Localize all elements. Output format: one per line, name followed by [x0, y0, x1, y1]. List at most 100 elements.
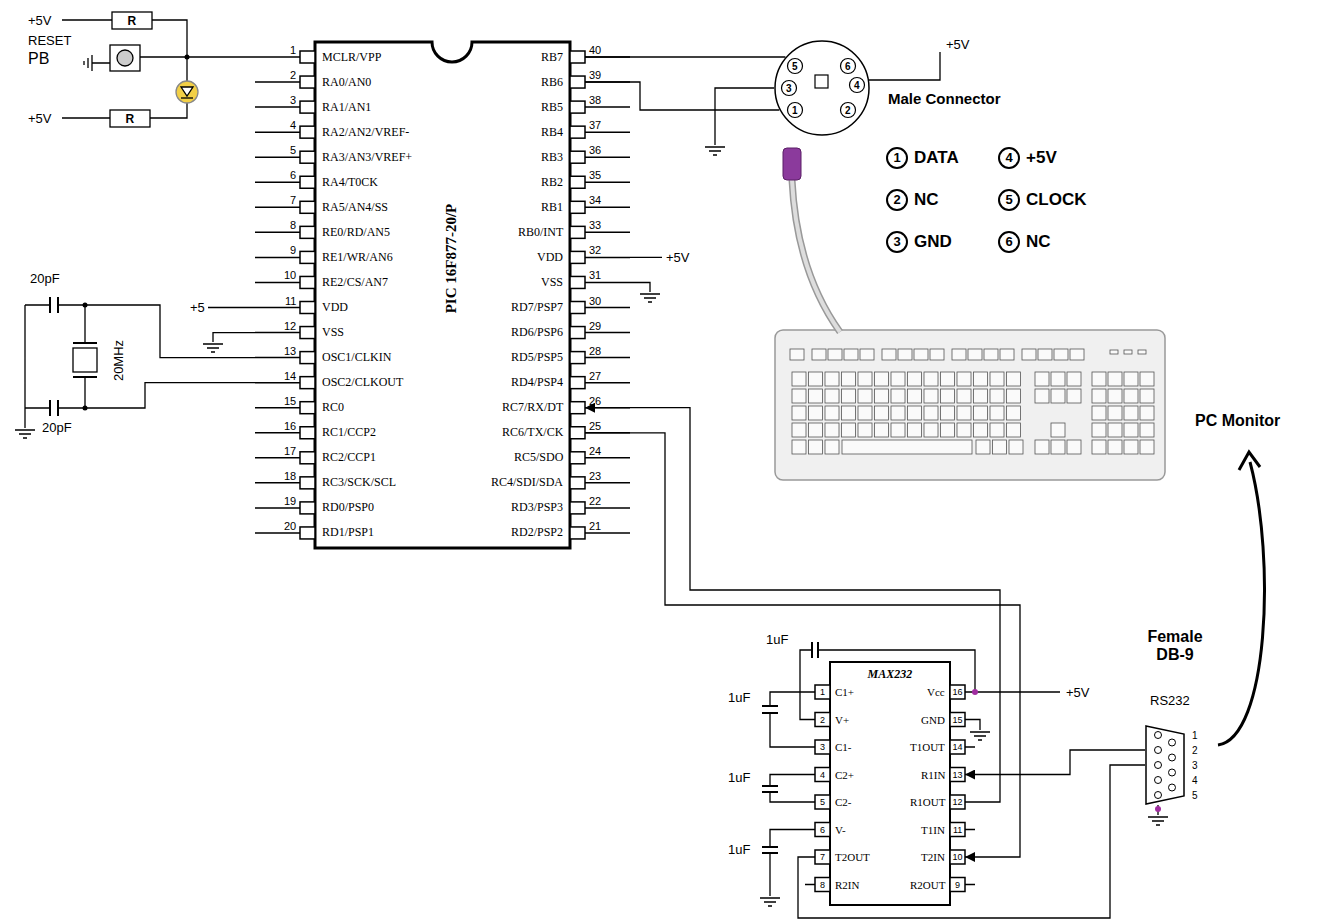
led: [1124, 350, 1132, 354]
signal-label: RESET: [28, 33, 71, 48]
pin-pad: [300, 402, 315, 414]
pin-pad: [570, 126, 585, 138]
pin-number: 5: [1192, 790, 1198, 801]
pin-name: VSS: [322, 325, 344, 340]
key: [809, 440, 823, 454]
callout-number: 5: [998, 189, 1020, 211]
pin-pad: [300, 452, 315, 464]
junction-dot: [185, 55, 190, 60]
key: [875, 372, 889, 386]
signal-wire: [585, 433, 1020, 857]
key: [993, 440, 1007, 454]
pin-pad: [300, 377, 315, 389]
ground-symbol: [705, 147, 725, 155]
pin-pad: [950, 795, 965, 809]
pin-name: RD0/PSP0: [322, 500, 374, 515]
key: [974, 423, 988, 437]
key: [1035, 372, 1049, 386]
pin-pad: [300, 477, 315, 489]
key: [974, 406, 988, 420]
key: [812, 349, 826, 360]
pin-number: 6: [845, 61, 851, 72]
key: [1051, 389, 1065, 403]
pin-name: RE0/RD/AN5: [322, 225, 390, 240]
pin-name: RD4/PSP4: [511, 375, 563, 390]
pin-pad: [570, 76, 585, 88]
key: [1000, 349, 1014, 360]
pin-name: RD3/PSP3: [511, 500, 563, 515]
pin-name: RB5: [541, 100, 563, 115]
pin-name: C2-: [835, 796, 852, 808]
key: [990, 389, 1004, 403]
pin-lead: [805, 747, 975, 885]
component-symbol: [181, 87, 193, 96]
pin-number: 23: [589, 470, 601, 482]
key: [1140, 423, 1154, 437]
chip: MAX232C1+V+C1-C2+C2-V-T2OUTR2INR2OUTT2IN…: [815, 662, 965, 905]
part-name: RS232: [1150, 693, 1190, 708]
chip-title: PIC 16F877-20/P: [443, 203, 460, 313]
key: [1108, 389, 1122, 403]
key: [1108, 423, 1122, 437]
chip-body: [830, 662, 950, 905]
signal-label: +5: [190, 300, 205, 315]
led: [1138, 350, 1146, 354]
signal-label: GND: [914, 232, 952, 252]
signal-label: +5V: [28, 13, 52, 28]
key: [957, 372, 971, 386]
pin-pad: [815, 768, 830, 782]
key: [976, 440, 990, 454]
pin-number: 6: [290, 169, 296, 181]
pin-name: RC4/SDI/SDA: [491, 475, 563, 490]
key: [1070, 349, 1084, 360]
pin-name: OSC2/CLKOUT: [322, 375, 403, 390]
wire: [25, 305, 255, 428]
signal-wire: [585, 56, 785, 57]
key: [941, 372, 955, 386]
signal-label: R: [126, 112, 135, 126]
pin-name: RC2/CCP1: [322, 450, 376, 465]
pin-name: RE2/CS/AN7: [322, 275, 388, 290]
pin-name: C1+: [835, 686, 854, 698]
key: [941, 423, 955, 437]
component-symbol: [181, 97, 193, 98]
pin-hole: [1169, 739, 1176, 746]
led: [1110, 350, 1118, 354]
key: [858, 406, 872, 420]
pin-name: RA0/AN0: [322, 75, 371, 90]
signal-label: NC: [1026, 232, 1051, 252]
chip-body: [315, 42, 570, 548]
signal-label: 20MHz: [111, 339, 126, 380]
key: [860, 349, 874, 360]
pin-number: 24: [589, 445, 601, 457]
pin-number: 29: [589, 320, 601, 332]
key: [908, 406, 922, 420]
key: [842, 389, 856, 403]
pin-circle: [841, 103, 856, 118]
key: [842, 423, 856, 437]
pin-name: VDD: [322, 300, 348, 315]
pin-pad: [950, 685, 965, 699]
pin-number: 22: [589, 495, 601, 507]
pin-number: 39: [589, 69, 601, 81]
component-symbol: [176, 81, 198, 103]
pin-name: RB4: [541, 125, 563, 140]
keyboard-cable: [792, 180, 840, 332]
signal-label: +5V: [666, 250, 690, 265]
pin-pad: [300, 176, 315, 188]
pin-pad: [300, 151, 315, 163]
key: [1124, 389, 1138, 403]
key: [1124, 406, 1138, 420]
connector-socket: Female DB-9RS23212345: [1145, 725, 1185, 805]
pin-number: 5: [792, 61, 798, 72]
pin-pad: [300, 226, 315, 238]
pin-pad: [570, 201, 585, 213]
ground-symbol: [203, 344, 223, 352]
pin-hole: [1155, 747, 1162, 754]
pin-name: T1OUT: [910, 741, 945, 753]
key: [875, 406, 889, 420]
pin-number: 3: [1192, 760, 1198, 771]
pin-number: 3: [820, 742, 825, 752]
key: [792, 423, 806, 437]
signal-label: DATA: [914, 148, 959, 168]
